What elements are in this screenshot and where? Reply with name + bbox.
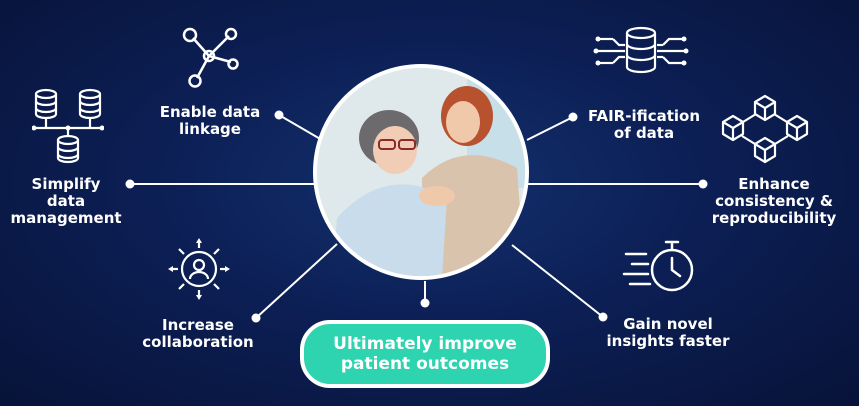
fast-stopwatch-icon [622, 240, 694, 292]
dot-cta [420, 298, 430, 308]
network-nodes-icon [182, 27, 239, 88]
database-circuit-icon [593, 26, 689, 74]
node-data-linkage-line1: Enable data [159, 103, 261, 121]
node-fairification-line2: of data [613, 124, 675, 142]
node-data-linkage-line2: linkage [179, 120, 241, 138]
connector-insights [511, 244, 604, 318]
cta-outcome-pill: Ultimately improve patient outcomes [300, 320, 550, 388]
node-data-management: Simplify data management [6, 176, 126, 227]
node-insights-line2: insights faster [606, 332, 730, 350]
node-insights: Gain novel insights faster [604, 316, 732, 350]
linked-databases-icon [32, 88, 104, 164]
node-collaboration: Increase collaboration [136, 317, 260, 351]
node-consistency-line2: consistency & [715, 192, 833, 210]
connector-data-linkage [278, 114, 323, 141]
node-data-management-line3: management [10, 209, 122, 227]
connector-collaboration [255, 243, 338, 319]
node-data-management-line2: data [46, 192, 86, 210]
dot-consistency [698, 179, 708, 189]
node-consistency-line1: Enhance [738, 175, 810, 193]
connected-cubes-icon [721, 94, 809, 164]
cta-line1: Ultimately improve [333, 334, 517, 354]
node-data-management-line1: Simplify [31, 175, 101, 193]
node-consistency-line3: reproducibility [711, 209, 837, 227]
node-collaboration-line2: collaboration [142, 333, 254, 351]
node-fairification: FAIR-ification of data [574, 108, 714, 142]
dot-collaboration [251, 313, 261, 323]
node-insights-line1: Gain novel [623, 315, 713, 333]
node-data-linkage: Enable data linkage [152, 104, 268, 138]
dot-data-linkage [274, 110, 284, 120]
dot-fairification [568, 112, 578, 122]
node-consistency: Enhance consistency & reproducibility [706, 176, 842, 227]
node-fairification-line1: FAIR-ification [587, 107, 701, 125]
dot-insights [598, 312, 608, 322]
connector-fairification [526, 116, 574, 141]
center-photo [313, 64, 529, 280]
dot-data-management [125, 179, 135, 189]
person-gear-icon [168, 238, 230, 300]
cta-line2: patient outcomes [340, 354, 510, 374]
node-collaboration-line1: Increase [162, 316, 234, 334]
patient-caregiver-illustration [317, 68, 525, 276]
